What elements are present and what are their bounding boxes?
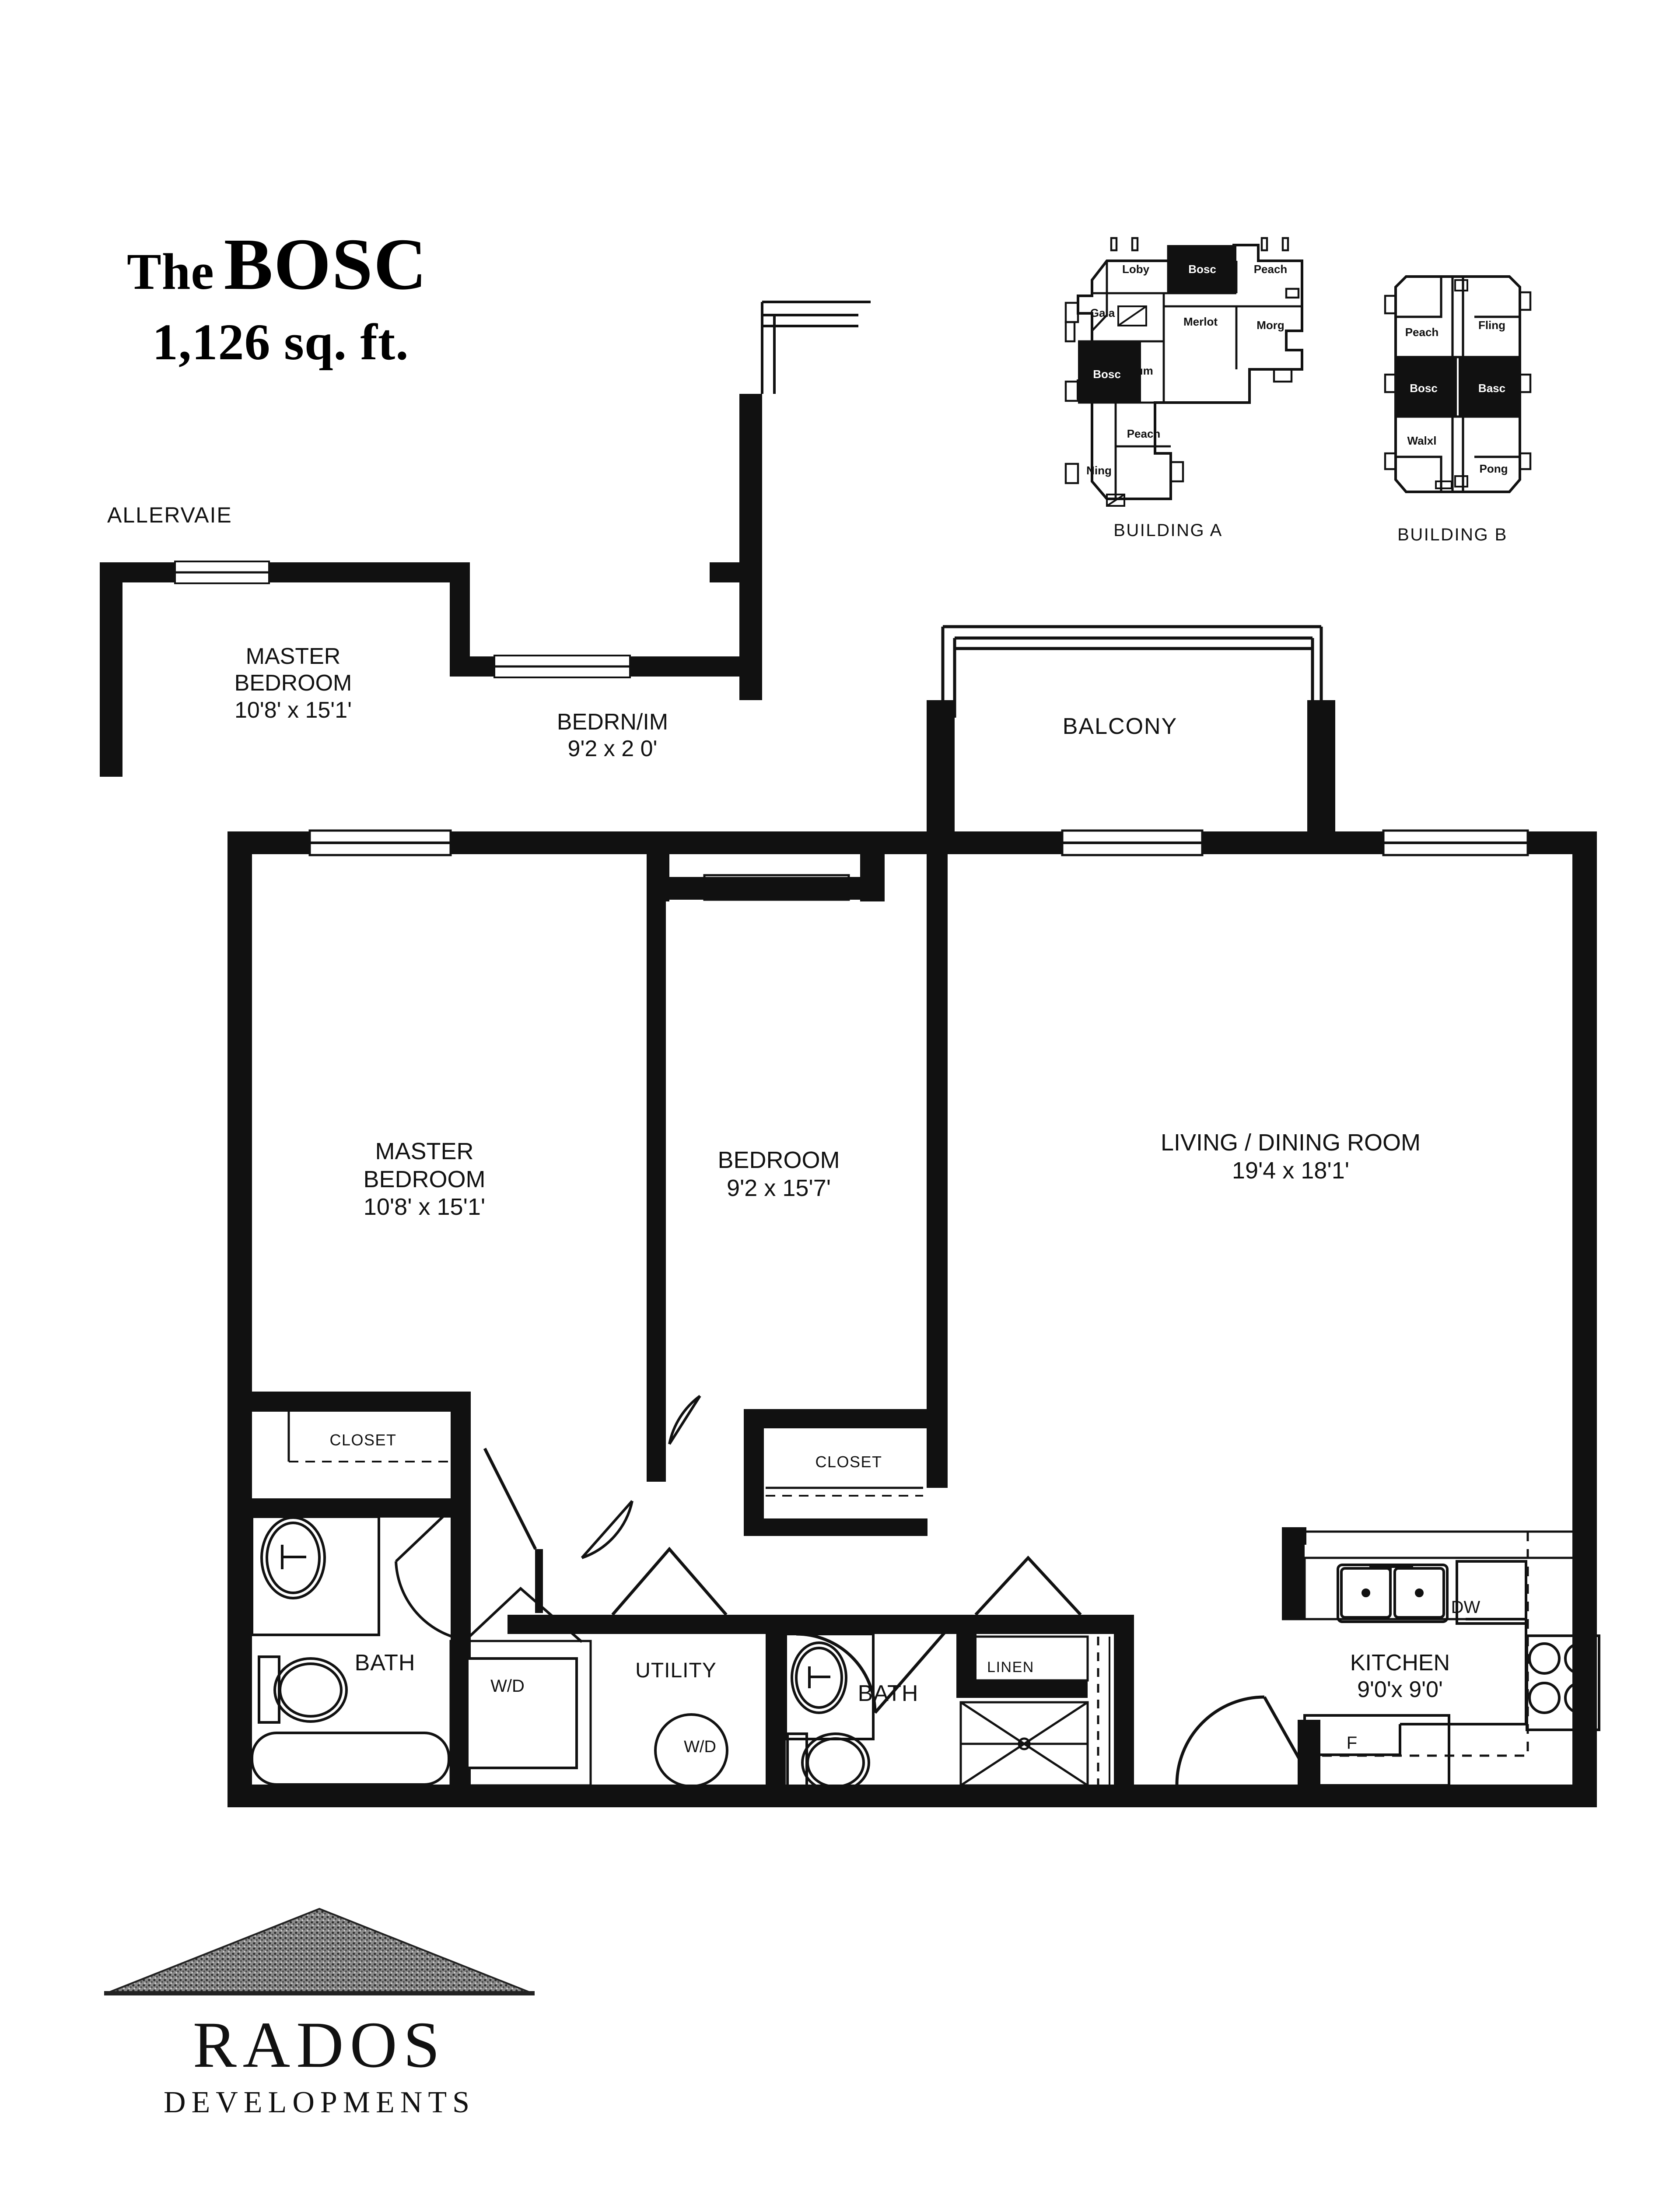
plan-geometry: S	[100, 301, 1600, 1807]
room-name: KITCHEN	[1350, 1650, 1450, 1676]
appliance-label-washer-dryer-laundry: W/D	[490, 1676, 525, 1696]
svg-text:Basc: Basc	[1478, 382, 1505, 395]
master-closet	[252, 1392, 471, 1501]
room-name: LIVING / DINING ROOM	[1160, 1129, 1421, 1156]
room-dim: 9'0'x 9'0'	[1357, 1677, 1443, 1703]
master-bath-fixtures	[251, 1515, 450, 1786]
linen-closet	[956, 1555, 1134, 1787]
utility-room	[483, 1448, 766, 1788]
pediment-icon	[104, 1907, 535, 1995]
second-bath	[766, 1615, 976, 1796]
title-prefix: The	[127, 243, 214, 300]
balcony-railing	[941, 625, 1323, 718]
svg-text:Walxl: Walxl	[1407, 434, 1437, 447]
keyplan-building-b: Peach Fling Bosc Basc Walxl Pong BUILDIN…	[1361, 263, 1544, 544]
room-label-hall-closet: CLOSET	[1118, 1657, 1135, 1721]
room-label-bedroom-upper: BEDRN/IM 9'2 x 2 0'	[490, 709, 735, 763]
keyplan-b-diagram: Peach Fling Bosc Basc Walxl Pong	[1384, 275, 1532, 493]
room-label-utility: UTILITY	[635, 1659, 717, 1682]
title-name: BOSC	[224, 224, 428, 305]
room-label-linen: LINEN	[987, 1659, 1034, 1676]
svg-text:Loby: Loby	[1122, 263, 1150, 276]
svg-text:Bosc: Bosc	[1093, 368, 1121, 381]
room-dim: 19'4 x 18'1'	[1232, 1157, 1350, 1184]
svg-text:Gala: Gala	[1090, 306, 1115, 319]
svg-text:Peach: Peach	[1127, 427, 1161, 440]
keyplan-b-caption: BUILDING B	[1397, 525, 1508, 544]
room-dim: 9'2 x 2 0'	[567, 736, 658, 762]
developer-logo: RADOS DEVELOPMENTS	[61, 1895, 578, 2118]
section-label-allervaie: ALLERVAIE	[107, 503, 232, 527]
room-label-bedroom: BEDROOM 9'2 x 15'7'	[656, 1147, 901, 1202]
svg-text:Peach: Peach	[1405, 326, 1439, 339]
room-dim: 10'8' x 15'1'	[363, 1194, 486, 1220]
floorplan-svg: S	[100, 301, 1600, 1807]
appliance-label-fridge: F	[1346, 1733, 1358, 1753]
entry-door	[1175, 1695, 1312, 1785]
svg-text:Bosc: Bosc	[1410, 382, 1438, 395]
room-label-living-dining: LIVING / DINING ROOM 19'4 x 18'1'	[1081, 1129, 1501, 1185]
svg-text:S: S	[1575, 1648, 1586, 1667]
plan-area: 1,126 sq. ft.	[152, 313, 409, 371]
svg-text:Morg: Morg	[1256, 319, 1284, 332]
room-name: BEDRN/IM	[556, 709, 668, 735]
svg-text:Fling: Fling	[1478, 319, 1505, 332]
svg-text:Ning: Ning	[1086, 464, 1112, 477]
room-label-master-bath: BATH	[354, 1650, 416, 1676]
svg-text:Peach: Peach	[1254, 263, 1288, 276]
room-label-bedroom-closet: CLOSET	[815, 1453, 882, 1471]
svg-text:Merlot: Merlot	[1183, 315, 1218, 328]
appliance-label-dishwasher: DW	[1451, 1598, 1480, 1617]
svg-text:Pong: Pong	[1480, 462, 1508, 475]
keyplan-building-a: Loby Bosc Peach Gala Merlot Morg Bosc Pl…	[1024, 219, 1312, 543]
room-dim: 10'8' x 15'1'	[234, 697, 352, 723]
door-master-bath	[395, 1501, 459, 1639]
svg-text:Plum: Plum	[1125, 364, 1153, 377]
keyplan-a-diagram: Loby Bosc Peach Gala Merlot Morg Bosc Pl…	[1064, 237, 1303, 507]
logo-subtitle: DEVELOPMENTS	[163, 2086, 476, 2119]
door-bedroom	[581, 1395, 701, 1559]
keyplan-a-caption: BUILDING A	[1113, 521, 1223, 540]
appliance-label-washer-dryer-utility: W/D	[684, 1738, 716, 1756]
logo-wordmark: RADOS	[192, 2009, 446, 2081]
room-label-kitchen: KITCHEN 9'0'x 9'0'	[1291, 1650, 1509, 1704]
room-name: BEDROOM	[718, 1147, 840, 1173]
room-label-second-bath: BATH	[858, 1681, 919, 1706]
laundry-closet	[449, 1586, 592, 1787]
room-dim: 9'2 x 15'7'	[726, 1175, 831, 1201]
floorplan-drawing: S	[100, 301, 1600, 1807]
svg-text:Bosc: Bosc	[1188, 263, 1216, 276]
bedroom-closet	[744, 1409, 928, 1536]
room-label-balcony: BALCONY	[1062, 714, 1178, 739]
room-label-master-closet: CLOSET	[329, 1431, 397, 1449]
